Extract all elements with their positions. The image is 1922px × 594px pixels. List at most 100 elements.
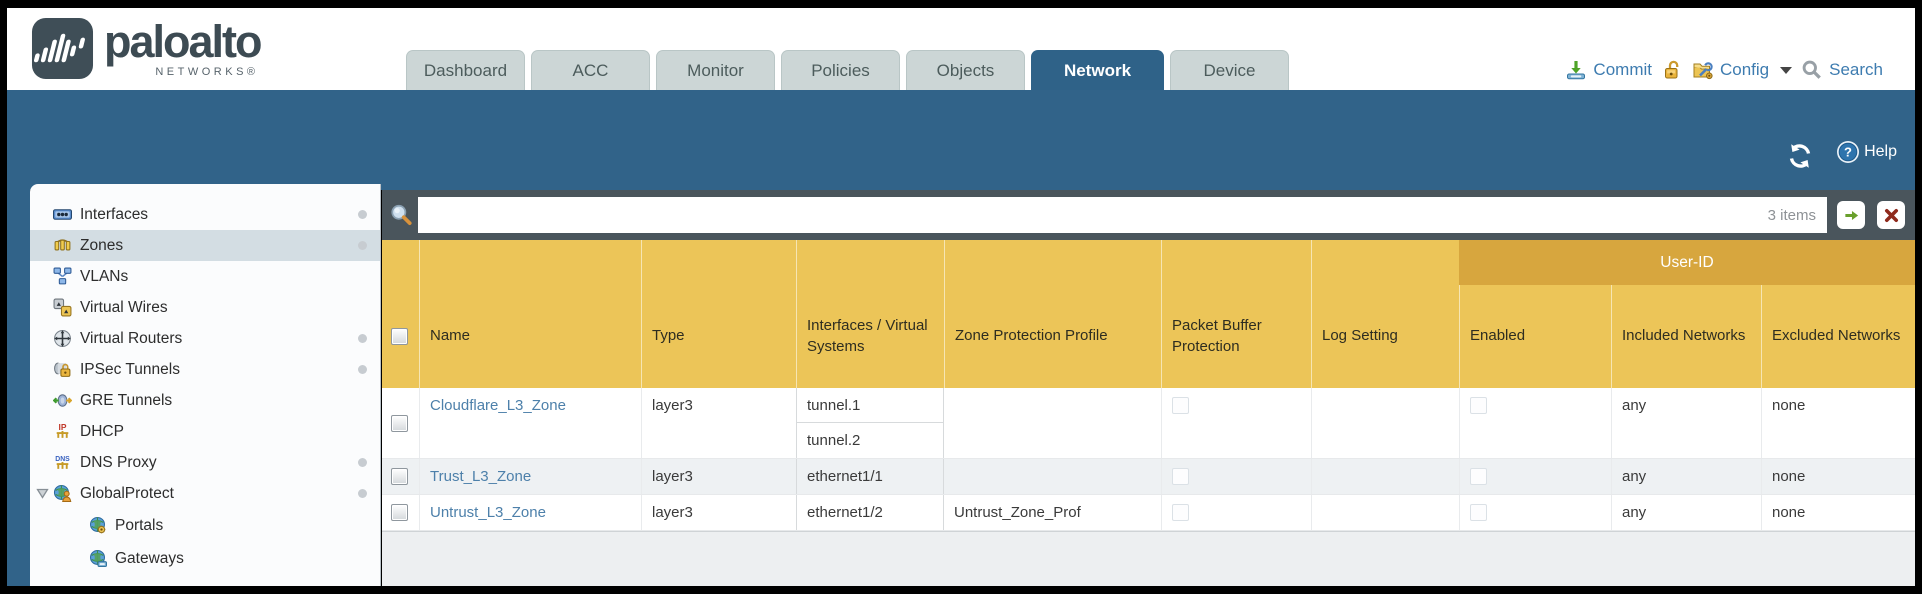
status-dot: [358, 458, 367, 467]
column-header-interfaces-virtual-systems[interactable]: Interfaces / Virtual Systems: [796, 240, 944, 388]
column-header-included-networks[interactable]: Included Networks: [1611, 240, 1761, 388]
included-networks-cell: any: [1611, 495, 1761, 530]
user-id-enabled-cell: [1459, 495, 1611, 530]
expand-triangle-icon[interactable]: [36, 488, 49, 499]
excluded-networks-cell: none: [1761, 459, 1915, 494]
zones-icon: [53, 236, 72, 255]
filter-input[interactable]: [419, 200, 1768, 230]
packet-buffer-protection-cell: [1161, 388, 1311, 458]
interface-entry: ethernet1/1: [807, 468, 883, 485]
log-setting-cell: [1311, 459, 1459, 494]
sidebar-item-gateways[interactable]: Gateways: [30, 542, 380, 575]
clear-filter-button[interactable]: [1877, 201, 1905, 229]
excluded-networks-cell: none: [1761, 495, 1915, 530]
sidebar-item-label: Zones: [80, 236, 124, 254]
column-header-zone-protection-profile[interactable]: Zone Protection Profile: [944, 240, 1161, 388]
portals-icon: [88, 516, 107, 535]
row-checkbox-cell: [382, 459, 419, 494]
user-id-enabled-checkbox: [1470, 468, 1487, 485]
packet-buffer-protection-checkbox: [1172, 504, 1189, 521]
apply-filter-button[interactable]: [1837, 201, 1865, 229]
ipsec-tunnels-icon: [53, 360, 72, 379]
sidebar-item-label: VLANs: [80, 267, 129, 285]
help-control[interactable]: ? Help: [1836, 140, 1897, 164]
sidebar-item-virtual-wires[interactable]: Virtual Wires: [30, 292, 380, 323]
sidebar-item-label: Portals: [115, 516, 164, 534]
sidebar-item-vlans[interactable]: VLANs: [30, 261, 380, 292]
column-header-log-setting[interactable]: Log Setting: [1311, 240, 1459, 388]
tab-acc[interactable]: ACC: [531, 50, 650, 90]
status-dot: [358, 365, 367, 374]
sidebar-item-globalprotect[interactable]: GlobalProtect: [30, 478, 380, 509]
tab-device[interactable]: Device: [1170, 50, 1289, 90]
interface-entry: tunnel.2: [807, 432, 861, 449]
config-button[interactable]: Config: [1719, 60, 1770, 79]
sidebar-item-dhcp[interactable]: IP DHCP: [30, 416, 380, 447]
zone-name-link[interactable]: Untrust_L3_Zone: [430, 504, 546, 521]
select-all-checkbox[interactable]: [391, 328, 408, 345]
tab-network[interactable]: Network: [1031, 50, 1164, 90]
svg-text:IP: IP: [59, 422, 67, 432]
zone-name-link[interactable]: Trust_L3_Zone: [430, 468, 532, 485]
tab-objects[interactable]: Objects: [906, 50, 1025, 90]
gre-tunnels-icon: [53, 391, 72, 410]
help-label: Help: [1864, 143, 1897, 160]
log-setting-cell: [1311, 495, 1459, 530]
interfaces-cell: tunnel.1 tunnel.2: [796, 388, 944, 458]
tab-dashboard[interactable]: Dashboard: [406, 50, 525, 90]
select-all-checkbox-cell: [382, 240, 419, 388]
refresh-icon[interactable]: [1787, 143, 1813, 169]
sidebar-item-virtual-routers[interactable]: Virtual Routers: [30, 323, 380, 354]
paloalto-logo-text: paloalto NETWORKS®: [104, 17, 263, 79]
dhcp-icon: IP: [53, 422, 72, 441]
column-header-packet-buffer-protection[interactable]: Packet Buffer Protection: [1161, 240, 1311, 388]
globalprotect-icon: [53, 484, 72, 503]
row-checkbox-cell: [382, 388, 419, 458]
log-setting-cell: [1311, 388, 1459, 458]
interfaces-cell: ethernet1/2: [796, 495, 944, 530]
sidebar-item-ipsec-tunnels[interactable]: IPSec Tunnels: [30, 354, 380, 385]
status-dot: [358, 489, 367, 498]
interface-entry: tunnel.1: [797, 388, 943, 423]
filter-input-wrap: 3 items: [418, 197, 1827, 233]
row-checkbox[interactable]: [391, 414, 408, 432]
sidebar-item-portals[interactable]: Portals: [30, 509, 380, 542]
row-checkbox[interactable]: [391, 504, 408, 521]
sidebar-item-label: DHCP: [80, 422, 124, 440]
user-id-group-header: User-ID: [1459, 240, 1915, 285]
tab-monitor[interactable]: Monitor: [656, 50, 775, 90]
interfaces-icon: [53, 205, 72, 224]
column-header-name[interactable]: Name: [419, 240, 641, 388]
interface-entry: ethernet1/2: [807, 504, 883, 521]
sidebar-item-interfaces[interactable]: Interfaces: [30, 199, 380, 230]
help-icon: ?: [1836, 140, 1860, 164]
tab-policies[interactable]: Policies: [781, 50, 900, 90]
row-checkbox[interactable]: [391, 468, 408, 485]
column-header-enabled[interactable]: Enabled: [1459, 240, 1611, 388]
zone-name-cell: Trust_L3_Zone: [419, 459, 641, 494]
column-header-type[interactable]: Type: [641, 240, 796, 388]
zone-protection-profile-cell: Untrust_Zone_Prof: [954, 504, 1081, 521]
sidebar-item-label: GRE Tunnels: [80, 391, 173, 409]
config-caret-icon[interactable]: [1780, 66, 1793, 74]
column-header-excluded-networks[interactable]: Excluded Networks: [1761, 240, 1915, 388]
commit-button[interactable]: Commit: [1593, 60, 1652, 79]
sidebar-item-zones[interactable]: Zones: [30, 230, 380, 261]
included-networks-cell: any: [1611, 388, 1761, 458]
search-button[interactable]: Search: [1829, 60, 1883, 79]
filter-search-icon: [389, 203, 413, 227]
zone-name-link[interactable]: Cloudflare_L3_Zone: [430, 397, 566, 414]
status-dot: [358, 241, 367, 250]
search-icon: [1801, 59, 1823, 81]
sidebar-item-gre-tunnels[interactable]: GRE Tunnels: [30, 385, 380, 416]
lock-icon[interactable]: [1661, 59, 1683, 81]
